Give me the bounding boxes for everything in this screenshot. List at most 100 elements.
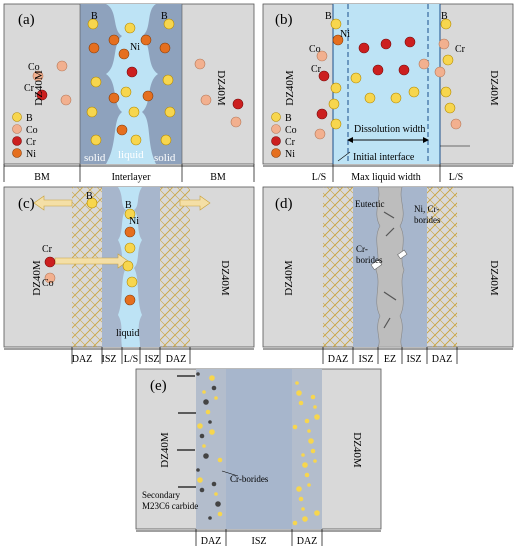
secondary-carbide-dot <box>188 412 190 414</box>
panel-d-cr-borides-2: borides <box>356 255 383 265</box>
panel-d-axis: DAZ ISZ EZ ISZ DAZ <box>263 347 513 365</box>
panel-c-axis: DAZ ISZ L/S ISZ DAZ <box>4 347 254 365</box>
atom-ni-a19 <box>108 92 120 104</box>
panel-a-tag: (a) <box>18 12 35 28</box>
panel-d-eutectic: Eutectic <box>355 199 384 209</box>
atom-cr-b6 <box>316 108 328 120</box>
panel-a-legend-cr: Cr <box>26 137 37 148</box>
atom-ni-a1 <box>88 42 100 54</box>
boride-particle <box>308 438 314 444</box>
atom-b-b9 <box>440 18 452 30</box>
boride-particle <box>307 429 311 433</box>
panel-c-bm-left: DZ40M <box>31 260 43 296</box>
panel-b-label-b-left: B <box>325 11 332 22</box>
secondary-carbide-dot <box>193 449 195 451</box>
panel-d-ni-borides-2: borides <box>414 215 441 225</box>
panel-b-legend-co: Co <box>285 125 297 136</box>
atom-ni-a17 <box>108 34 120 46</box>
panel-e-bm-right: DZ40M <box>351 432 363 468</box>
atom-co-a23 <box>56 60 68 72</box>
boride-particle <box>298 496 304 502</box>
atom-co-b8 <box>314 128 326 140</box>
secondary-carbide-dot <box>177 375 179 377</box>
panel-b-legend-cr: Cr <box>285 137 296 148</box>
secondary-carbide-dot <box>177 449 179 451</box>
boride-particle <box>217 511 223 517</box>
atom-b-a16 <box>130 134 142 146</box>
atom-b-b7 <box>330 118 342 130</box>
atom-cr-b18 <box>404 36 416 48</box>
boride-particle <box>209 375 215 381</box>
atom-b-a5 <box>163 18 175 30</box>
secondary-carbide-dot <box>180 486 182 488</box>
secondary-carbide-dot <box>190 486 192 488</box>
atom-b-b24 <box>350 72 362 84</box>
boride-particle <box>214 492 218 496</box>
panel-a-solid-left: solid <box>84 152 106 164</box>
carbide-particle <box>203 453 209 459</box>
secondary-carbide-dot <box>180 412 182 414</box>
panel-a-label-cr: Cr <box>24 83 35 94</box>
panel-c-axis-isz-left: ISZ <box>102 354 117 365</box>
boride-particle <box>209 429 215 435</box>
panel-e: (e) DZ40M DZ40M Cr-borides Secondary M23… <box>135 368 382 547</box>
panel-d-axis-isz-left: ISZ <box>359 354 374 365</box>
panel-d-axis-daz-left: DAZ <box>328 354 349 365</box>
atom-b-a14 <box>128 106 140 118</box>
atom-b-c5 <box>126 276 138 288</box>
atom-b-b11 <box>442 54 454 66</box>
secondary-carbide-dot <box>184 412 186 414</box>
panel-a-label-co: Co <box>28 62 40 73</box>
boride-particle <box>296 486 302 492</box>
boride-particle <box>310 394 316 400</box>
secondary-carbide-dot <box>194 412 196 414</box>
atom-ni-a6 <box>159 42 171 54</box>
atom-b-b22 <box>390 92 402 104</box>
panel-c-bm-right: DZ40M <box>219 260 231 296</box>
boride-particle <box>197 423 203 429</box>
panel-c-axis-ls: L/S <box>124 354 138 365</box>
panel-e-precipitates <box>177 372 320 526</box>
panel-c: (c) DZ40M DZ40M B B Ni Cr Co liquid DAZ … <box>3 186 255 365</box>
panel-d-borides <box>370 211 408 329</box>
secondary-carbide-dot <box>193 375 195 377</box>
atom-cr-b16 <box>358 42 370 54</box>
secondary-carbide-dot <box>186 412 188 414</box>
atom-cr-c7 <box>44 256 56 268</box>
carbide-particle <box>211 385 217 391</box>
panel-c-label-ni: Ni <box>129 216 139 227</box>
panel-a-label-ni: Ni <box>130 42 140 53</box>
atom-co-b25 <box>418 58 430 70</box>
atom-b-b13 <box>440 86 452 98</box>
atom-cr-a22 <box>36 89 48 101</box>
carbide-particle <box>196 468 200 472</box>
panel-b-bm-left: DZ40M <box>284 70 296 106</box>
panel-c-axis-daz-right: DAZ <box>166 354 187 365</box>
atom-ni-c6 <box>124 294 136 306</box>
panel-a-legend-ni: Ni <box>26 149 36 160</box>
secondary-carbide-dot <box>185 375 187 377</box>
boride-particle <box>304 472 310 478</box>
panel-b-dissolution: Dissolution width <box>354 124 425 135</box>
atom-co-b10 <box>438 38 450 50</box>
atom-cr-b3 <box>318 70 330 82</box>
panel-a-legend-co: Co <box>26 125 38 136</box>
panel-c-liquid-label: liquid <box>116 328 139 339</box>
secondary-carbide-dot <box>181 449 183 451</box>
panel-b-legend: B Co Cr Ni <box>271 112 297 160</box>
atom-b-c4 <box>122 260 134 272</box>
panel-b-label-cr-left: Cr <box>311 64 322 75</box>
boride-particle <box>202 390 206 394</box>
panel-b-axis-max-width: Max liquid width <box>351 172 420 183</box>
boride-particle <box>217 457 223 463</box>
panel-a-axis-interlayer: Interlayer <box>112 172 152 183</box>
atom-co-a25 <box>194 58 206 70</box>
panel-c-tag: (c) <box>18 196 35 212</box>
carbide-particle <box>203 399 209 405</box>
boride-particle <box>295 381 299 385</box>
atom-co-a26 <box>200 94 212 106</box>
secondary-carbide-dot <box>188 486 190 488</box>
panel-b-initial: Initial interface <box>353 152 415 163</box>
